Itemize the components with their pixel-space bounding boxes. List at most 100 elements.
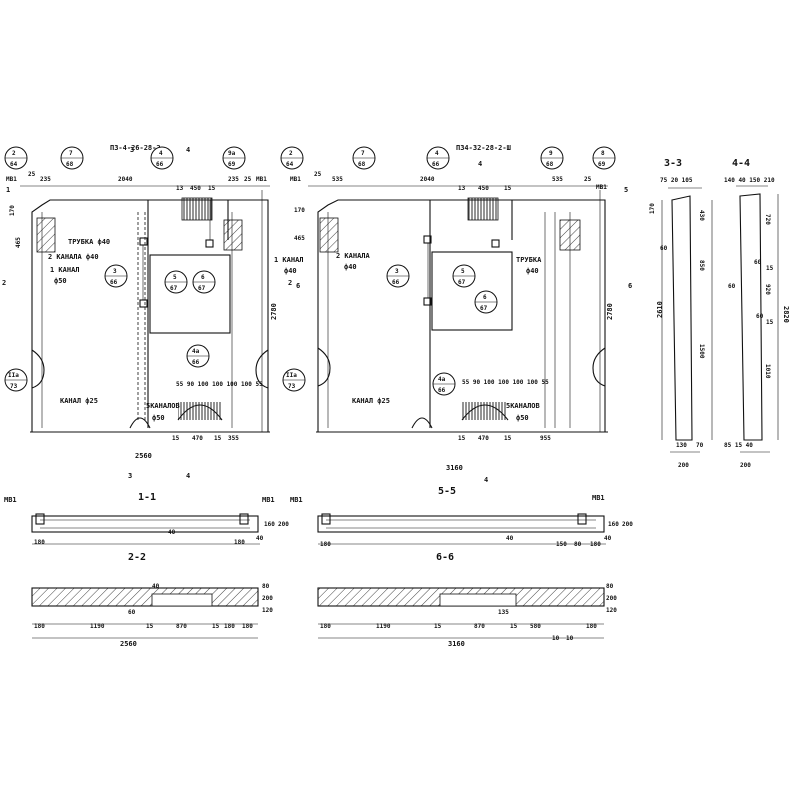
svg-text:69: 69 (598, 161, 606, 168)
section-44 (736, 185, 779, 453)
svg-text:170: 170 (649, 203, 656, 214)
window-opening-a (149, 254, 231, 334)
svg-text:60: 60 (754, 259, 762, 266)
svg-text:120: 120 (262, 607, 273, 614)
callout-a-4: 466 (150, 146, 174, 170)
svg-text:7: 7 (69, 150, 73, 157)
svg-text:1 КАНАЛ: 1 КАНАЛ (274, 256, 304, 264)
section-55-texts: 5-5 MB1 MB1 180 150 80 180 40 40 160 200 (290, 486, 633, 548)
svg-text:2 КАНАЛА: 2 КАНАЛА (336, 252, 371, 260)
svg-text:66: 66 (110, 279, 118, 286)
svg-text:15: 15 (212, 623, 220, 630)
svg-text:535: 535 (332, 176, 343, 183)
svg-text:40: 40 (604, 535, 612, 542)
svg-text:15: 15 (510, 623, 518, 630)
section-66-title: 6-6 (436, 552, 454, 563)
svg-text:2: 2 (12, 150, 16, 157)
svg-text:13: 13 (176, 185, 184, 192)
svg-text:1500: 1500 (698, 344, 705, 359)
section-11-title: 1-1 (138, 492, 156, 503)
callout-b-8: 869 (592, 146, 616, 170)
svg-text:6: 6 (296, 282, 300, 290)
svg-text:7: 7 (361, 150, 365, 157)
svg-text:180: 180 (234, 539, 245, 546)
svg-text:160: 160 (608, 521, 619, 528)
svg-text:5: 5 (461, 268, 465, 275)
callout-a-2: 264 (4, 146, 28, 170)
height-dim-b: 2780 (606, 303, 614, 320)
svg-text:73: 73 (10, 383, 18, 390)
svg-text:15: 15 (434, 623, 442, 630)
svg-text:6: 6 (201, 274, 205, 281)
svg-text:66: 66 (156, 161, 164, 168)
svg-text:4: 4 (186, 146, 190, 154)
svg-text:MB1: MB1 (4, 496, 17, 504)
embedded-block-left-b (319, 217, 339, 253)
svg-text:120: 120 (606, 607, 617, 614)
svg-text:КАНАЛ ф25: КАНАЛ ф25 (60, 397, 98, 405)
svg-text:67: 67 (198, 285, 206, 292)
svg-text:5: 5 (173, 274, 177, 281)
svg-text:200: 200 (278, 521, 289, 528)
ref-code-b: ПЗ4-32-28-2-Ш (456, 144, 511, 152)
svg-text:870: 870 (474, 623, 485, 630)
svg-text:ТРУБКА ф40: ТРУБКА ф40 (68, 238, 110, 246)
svg-text:4а: 4а (438, 376, 446, 383)
width-dim-b: 3160 (446, 464, 463, 472)
embedded-block-right-a (223, 219, 243, 251)
svg-text:235: 235 (40, 176, 51, 183)
svg-text:200: 200 (622, 521, 633, 528)
svg-text:535: 535 (552, 176, 563, 183)
svg-text:68: 68 (358, 161, 366, 168)
svg-text:170: 170 (294, 207, 305, 214)
callout-b-3: 366 (386, 264, 410, 288)
svg-text:66: 66 (192, 359, 200, 366)
section-55-title: 5-5 (438, 486, 456, 497)
svg-text:180: 180 (224, 623, 235, 630)
svg-text:80: 80 (574, 541, 582, 548)
svg-text:470: 470 (192, 435, 203, 442)
section-22-texts: 2-2 180 1190 15 870 15 180 180 40 60 120… (34, 552, 273, 648)
svg-text:2040: 2040 (420, 176, 435, 183)
svg-text:180: 180 (590, 541, 601, 548)
svg-text:60: 60 (728, 283, 736, 290)
svg-text:ф50: ф50 (516, 414, 529, 422)
svg-text:15: 15 (208, 185, 216, 192)
svg-text:70: 70 (696, 442, 704, 449)
svg-text:55 90 100 100 100 100 55: 55 90 100 100 100 100 55 (176, 381, 263, 388)
svg-text:MB1: MB1 (262, 496, 275, 504)
svg-text:60: 60 (756, 313, 764, 320)
panel-b-texts: MB1 25 535 2040 13 450 15 535 25 MB1 170… (274, 144, 632, 484)
section-11 (31, 513, 260, 545)
section-44-title: 4-4 (732, 158, 750, 169)
svg-text:920: 920 (764, 284, 771, 295)
svg-text:68: 68 (546, 161, 554, 168)
ref-code-a: ПЗ-4-26-28-2 (110, 144, 161, 152)
callout-b-7: 7 68 (352, 146, 376, 170)
embedded-block-right-b (559, 219, 581, 251)
callout-b-6: 667 (474, 290, 498, 314)
svg-text:25: 25 (28, 171, 36, 178)
svg-text:465: 465 (15, 237, 22, 248)
callout-b-2: 264 (280, 146, 304, 170)
svg-text:4: 4 (435, 150, 439, 157)
svg-text:1010: 1010 (764, 364, 771, 379)
svg-text:180: 180 (34, 539, 45, 546)
svg-text:3: 3 (113, 268, 117, 275)
svg-text:450: 450 (478, 185, 489, 192)
svg-text:40: 40 (152, 583, 160, 590)
svg-text:3: 3 (128, 472, 132, 480)
svg-text:135: 135 (498, 609, 509, 616)
callout-b-4: 466 (426, 146, 450, 170)
svg-text:150: 150 (556, 541, 567, 548)
svg-text:3: 3 (130, 146, 134, 154)
svg-text:3: 3 (395, 268, 399, 275)
svg-text:MB1: MB1 (592, 494, 605, 502)
section-11-texts: 1-1 MB1 MB1 180 180 40 40 160 200 (4, 492, 289, 546)
callout-a-5: 567 (164, 270, 188, 294)
window-opening-b (431, 251, 513, 331)
svg-text:MB1: MB1 (290, 176, 301, 183)
